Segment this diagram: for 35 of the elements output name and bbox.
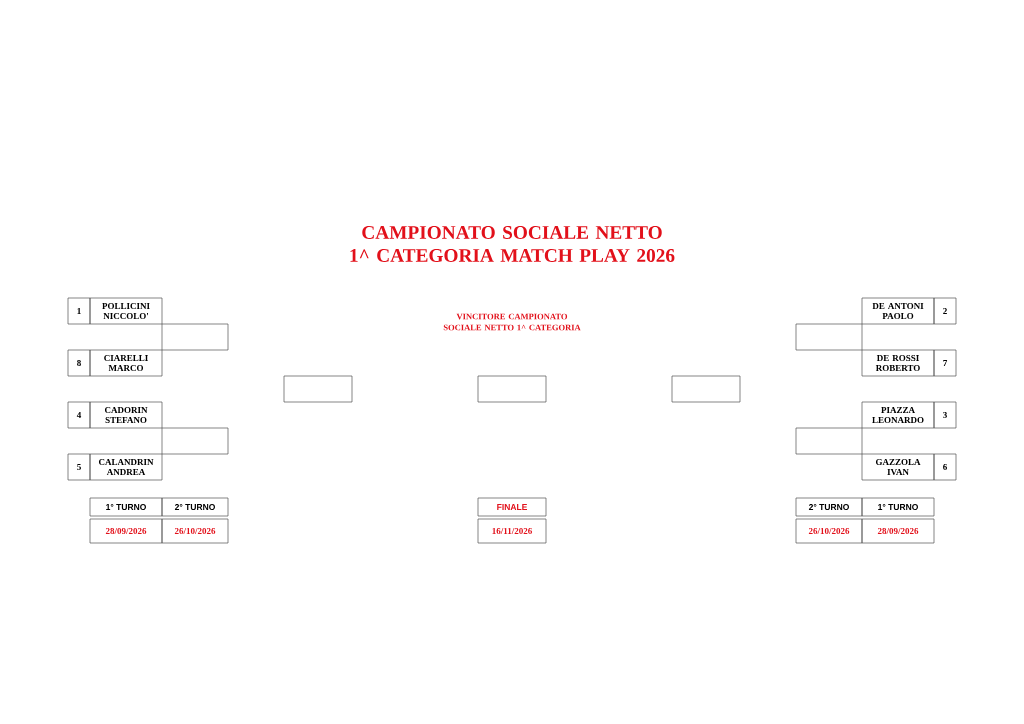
number-box: 1: [67, 297, 91, 325]
number-box: 7: [933, 349, 957, 377]
name-box: DE ANTONI PAOLO: [861, 297, 935, 325]
header-cell: 1° TURNO: [89, 497, 163, 517]
fill-in-box: [161, 427, 229, 455]
fill-in-box: [283, 375, 353, 403]
date-cell: 26/10/2026: [795, 518, 863, 544]
fill-in-box: [795, 427, 863, 455]
number-box: 3: [933, 401, 957, 429]
date-cell: 16/11/2026: [477, 518, 547, 544]
date-cell: 28/09/2026: [861, 518, 935, 544]
name-box: GAZZOLA IVAN: [861, 453, 935, 481]
name-box: CIARELLI MARCO: [89, 349, 163, 377]
name-box: POLLICINI NICCOLO': [89, 297, 163, 325]
name-box: CALANDRIN ANDREA: [89, 453, 163, 481]
date-cell: 28/09/2026: [89, 518, 163, 544]
fill-in-box: [795, 323, 863, 351]
subheading: VINCITORE CAMPIONATO SOCIALE NETTO 1^ CATEGORIA: [443, 313, 581, 331]
fill-in-box: [477, 375, 547, 403]
name-box: CADORIN STEFANO: [89, 401, 163, 429]
name-box: PIAZZA LEONARDO: [861, 401, 935, 429]
number-box: 5: [67, 453, 91, 481]
header-cell: 2° TURNO: [795, 497, 863, 517]
title: CAMPIONATO SOCIALE NETTO 1^ CATEGORIA MATCH PLAY 2026: [350, 226, 675, 262]
number-box: 2: [933, 297, 957, 325]
fill-in-box: [671, 375, 741, 403]
header-cell: 2° TURNO: [161, 497, 229, 517]
name-box: DE ROSSI ROBERTO: [861, 349, 935, 377]
number-box: 4: [67, 401, 91, 429]
fill-in-box: [161, 323, 229, 351]
date-cell: 26/10/2026: [161, 518, 229, 544]
header-cell: 1° TURNO: [861, 497, 935, 517]
number-box: 6: [933, 453, 957, 481]
number-box: 8: [67, 349, 91, 377]
header-cell: FINALE: [477, 497, 547, 517]
